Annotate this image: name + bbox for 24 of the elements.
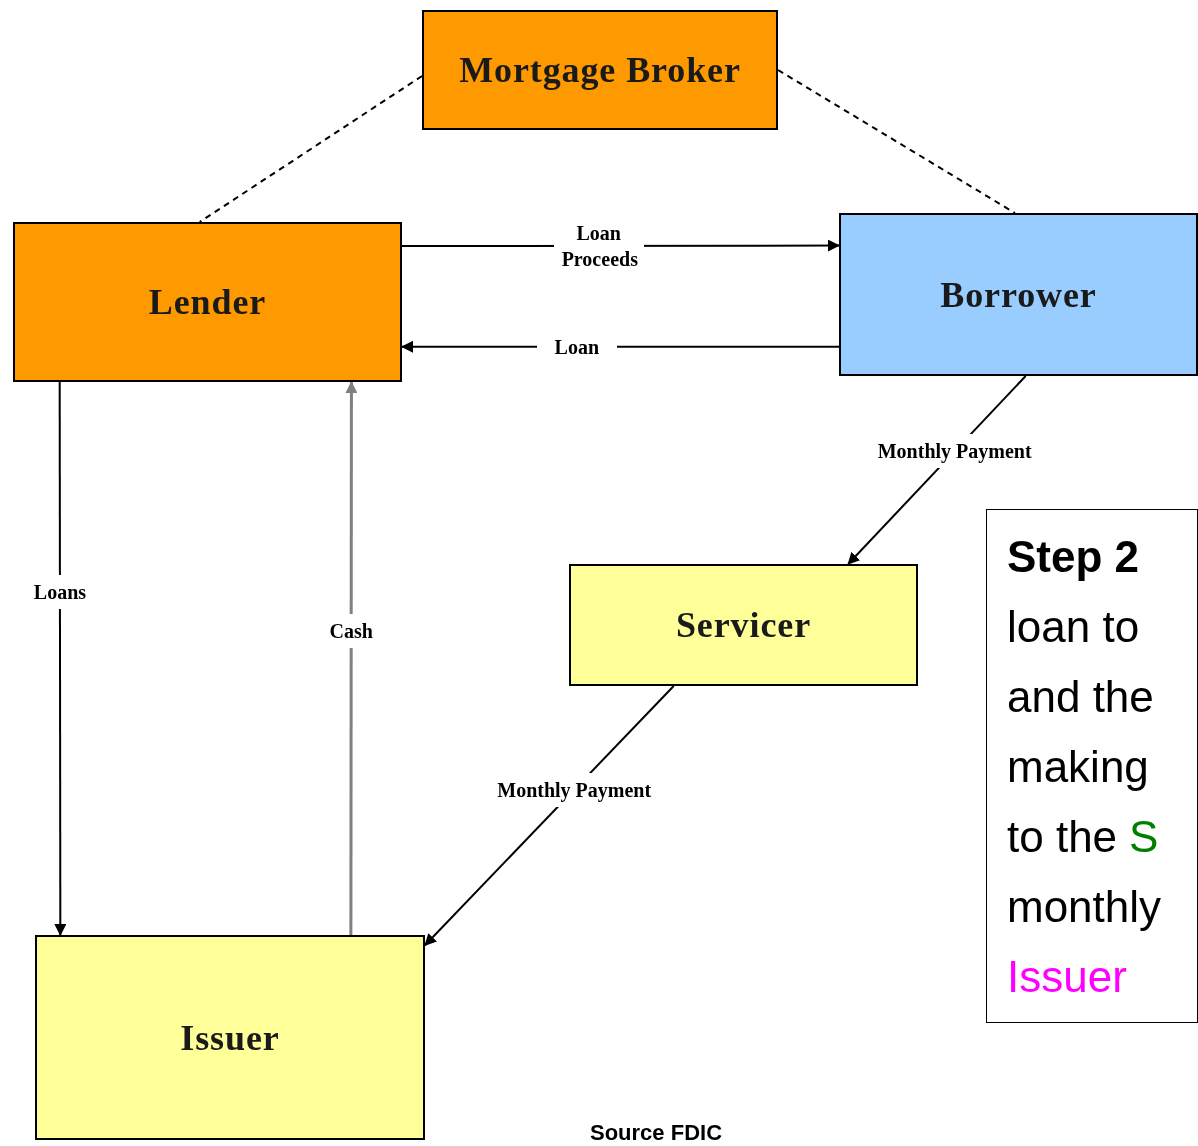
node-label: Mortgage Broker	[459, 49, 741, 92]
node-label: Lender	[148, 281, 267, 324]
process-box	[13, 222, 402, 382]
node-label: Borrower	[940, 273, 1097, 317]
step-heading: Step 2	[1007, 531, 1141, 583]
step-text: to the	[1007, 812, 1118, 861]
step-text: S	[1129, 812, 1159, 861]
text-panel	[986, 509, 1198, 1023]
source-note: Source FDIC	[590, 1120, 723, 1146]
step-text: making	[1007, 741, 1150, 793]
step-text: and the	[1007, 671, 1155, 723]
step-text: loan to	[1007, 601, 1141, 653]
node-label: Servicer	[675, 604, 812, 647]
process-box	[422, 10, 778, 130]
node-label: Issuer	[180, 1016, 280, 1060]
process-box	[839, 213, 1198, 376]
step-text: monthly	[1007, 881, 1163, 933]
arrow	[345, 381, 358, 935]
step-text: Issuer	[1007, 951, 1128, 1003]
dashed-connector	[777, 69, 1016, 214]
process-box	[35, 935, 425, 1140]
process-box	[569, 564, 918, 686]
arrow	[54, 381, 67, 936]
dashed-connector	[198, 75, 423, 223]
